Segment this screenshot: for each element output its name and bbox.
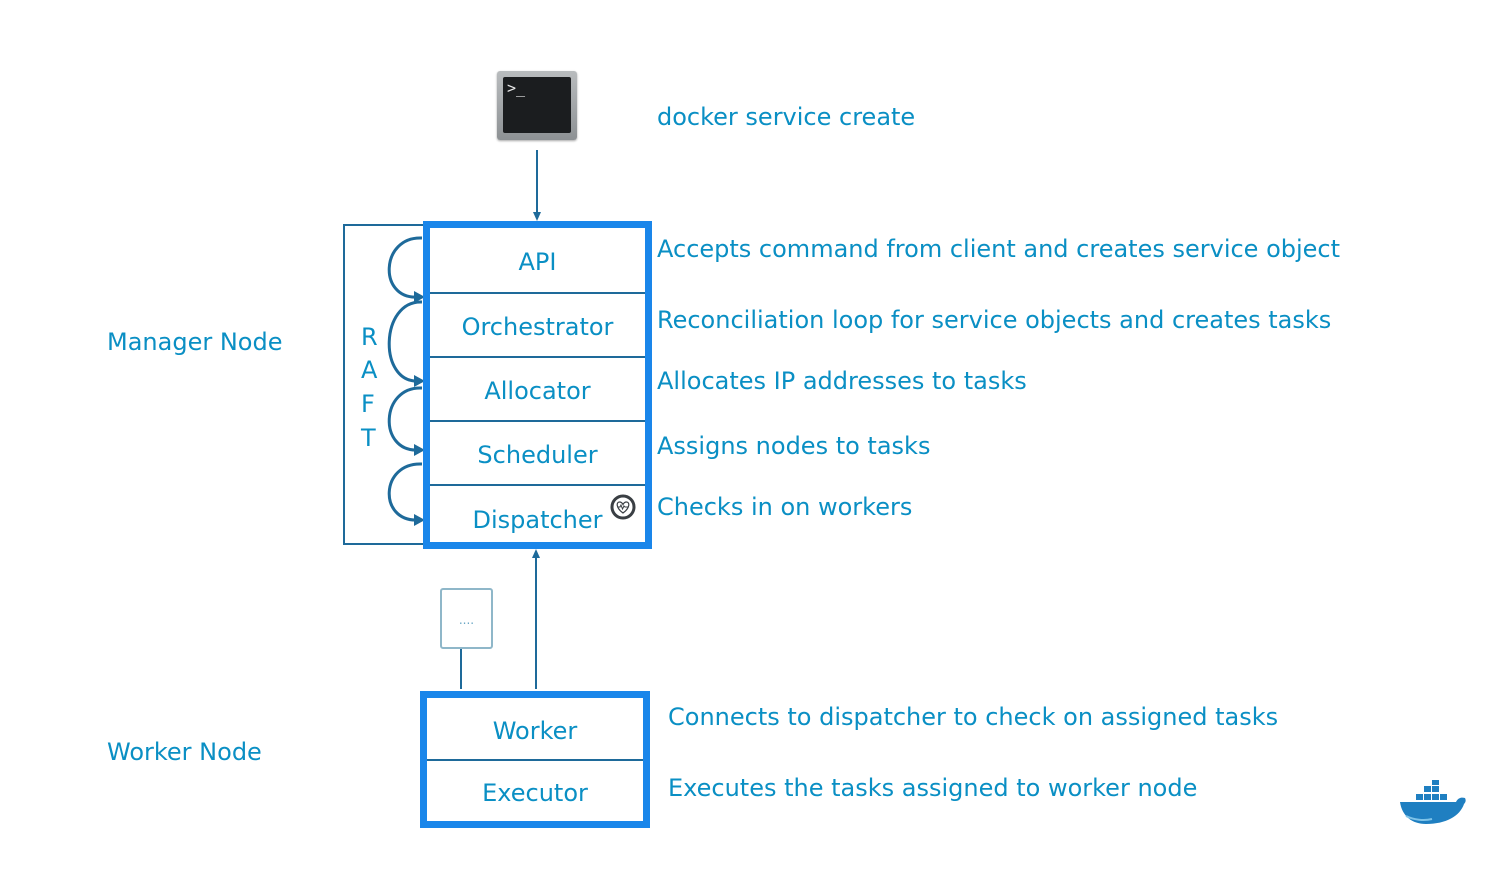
worker-node-label: Worker Node — [107, 738, 262, 766]
component-dispatcher: Dispatcher — [430, 486, 645, 542]
terminal-icon: >_ — [497, 71, 577, 140]
component-executor: Executor — [427, 761, 643, 821]
raft-loop-1 — [387, 236, 423, 299]
raft-bracket — [343, 224, 425, 545]
api-description: Accepts command from client and creates … — [657, 235, 1341, 263]
raft-letter-t: T — [361, 424, 376, 452]
component-worker-label: Worker — [492, 717, 578, 745]
component-scheduler: Scheduler — [430, 422, 645, 486]
component-executor-label: Executor — [482, 779, 588, 807]
raft-loop-4 — [387, 462, 423, 522]
docker-whale-logo — [1400, 780, 1466, 824]
component-api: API — [430, 228, 645, 294]
scheduler-description: Assigns nodes to tasks — [657, 432, 931, 460]
task-box-text: .... — [458, 613, 475, 627]
component-allocator-label: Allocator — [484, 377, 591, 405]
manager-node-label: Manager Node — [107, 328, 283, 356]
raft-loop-3 — [387, 386, 423, 452]
worker-description: Connects to dispatcher to check on assig… — [668, 703, 1279, 731]
component-scheduler-label: Scheduler — [477, 441, 598, 469]
executor-description: Executes the tasks assigned to worker no… — [668, 774, 1198, 802]
component-worker: Worker — [427, 698, 643, 761]
component-allocator: Allocator — [430, 358, 645, 422]
dispatcher-description: Checks in on workers — [657, 493, 913, 521]
raft-loop-2 — [387, 300, 423, 383]
terminal-prompt: >_ — [503, 77, 571, 133]
task-box: .... — [440, 588, 493, 649]
component-api-label: API — [518, 248, 557, 276]
raft-letter-f: F — [361, 390, 375, 418]
orchestrator-description: Reconciliation loop for service objects … — [657, 306, 1332, 334]
raft-letter-a: A — [361, 356, 378, 384]
component-dispatcher-label: Dispatcher — [472, 506, 603, 534]
manager-stack: API Orchestrator Allocator Scheduler Dis… — [423, 221, 652, 549]
command-text: docker service create — [657, 103, 916, 131]
component-orchestrator-label: Orchestrator — [461, 313, 614, 341]
raft-letter-r: R — [361, 323, 378, 351]
worker-stack: Worker Executor — [420, 691, 650, 828]
heartbeat-icon — [610, 494, 636, 520]
component-orchestrator: Orchestrator — [430, 294, 645, 358]
allocator-description: Allocates IP addresses to tasks — [657, 367, 1027, 395]
